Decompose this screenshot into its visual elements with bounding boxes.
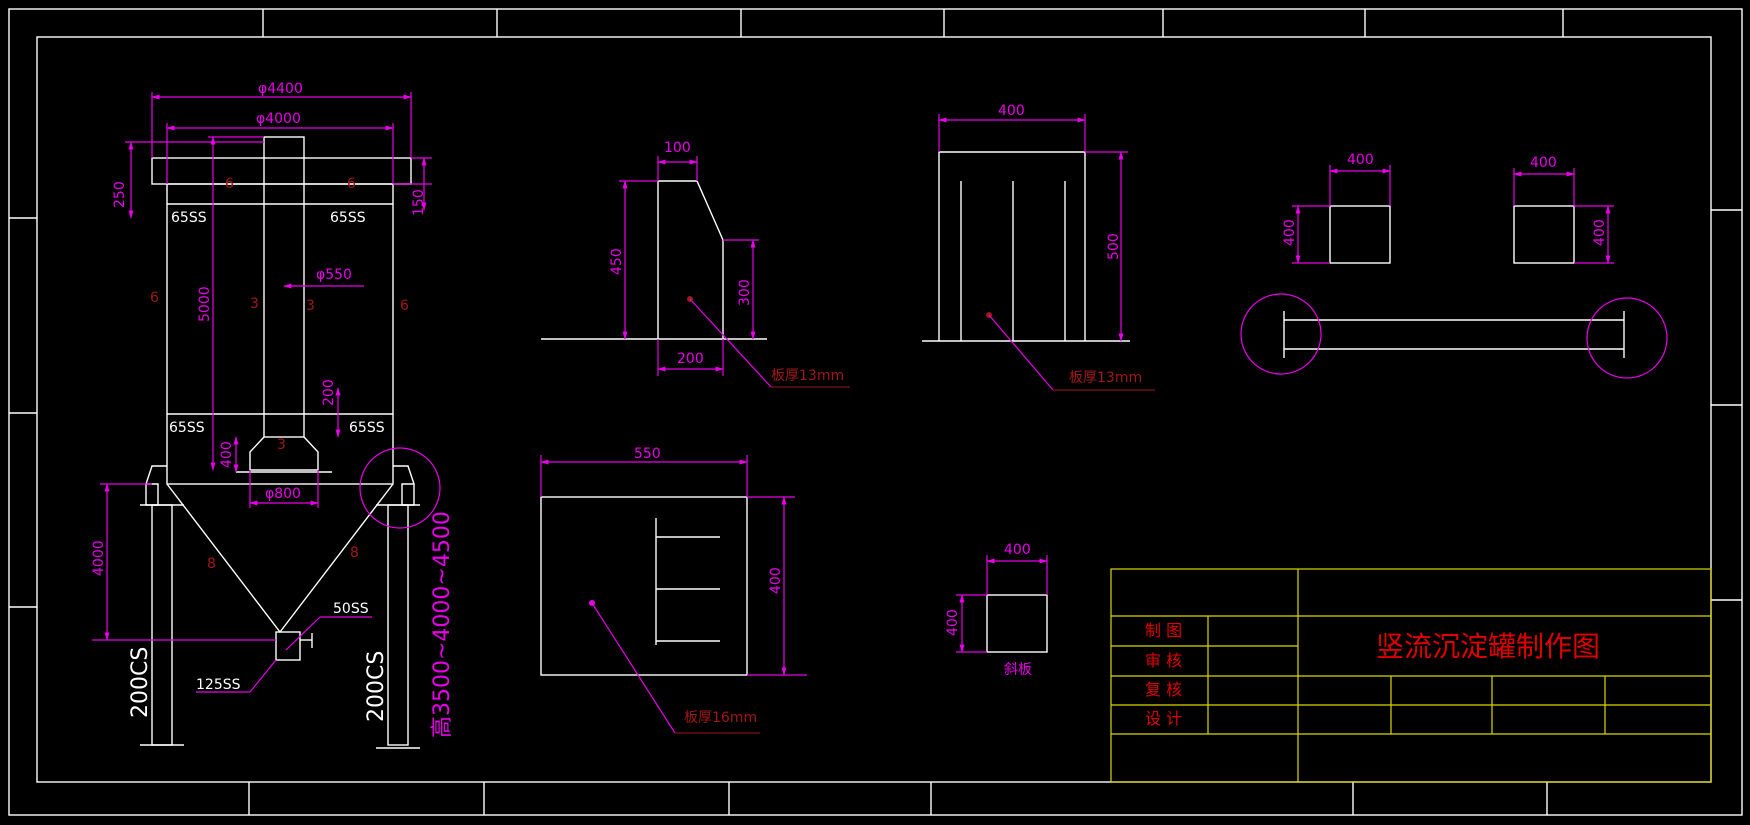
note-plate-13mm-b: 板厚13mm [1069,370,1142,386]
dim-400-c: 400 [768,567,784,594]
dim-400-e-width: 400 [1347,152,1374,168]
weld-8: 8 [350,545,359,561]
tank-top-flange [151,157,412,185]
weld-3: 3 [306,298,315,314]
drawing-frame [8,8,1743,816]
drawing-title: 竖流沉淀罐制作图 [1376,630,1600,663]
dim-200: 200 [321,379,337,406]
label-200cs-right: 200CS [364,651,389,722]
note-plate-16mm: 板厚16mm [684,710,757,726]
weld-8: 8 [207,556,216,572]
label-65ss-bottom-right: 65SS [349,420,385,436]
detail-plate-frame: 400 500 板厚13mm [922,103,1155,391]
main-tank-view: φ4400 φ4000 250 150 5000 φ550 200 400 φ8… [91,81,455,749]
detail-tie-bar [1240,293,1668,379]
label-65ss-top-right: 65SS [330,210,366,226]
dim-500: 500 [1106,233,1122,260]
dim-400-b: 400 [998,103,1025,119]
title-row-designed: 设 计 [1145,709,1182,728]
detail-baffle-profile: 100 450 300 200 板厚13mm [541,140,850,388]
dim-400-f-width: 400 [1530,155,1557,171]
leg-bracket-right [401,483,415,506]
weld-6: 6 [347,176,356,192]
detail-circle [359,447,441,529]
dim-250: 250 [112,181,128,208]
dim-400-d-width: 400 [1004,542,1031,558]
dim-5000: 5000 [197,286,213,322]
dim-450: 450 [609,248,625,275]
label-50ss: 50SS [333,601,369,617]
label-inclined-plate: 斜板 [1004,662,1032,678]
dim-bell-diameter: φ800 [265,486,301,502]
total-height-label: 高3500~4000~4500 [430,511,455,738]
weld-3: 3 [250,296,259,312]
dim-150: 150 [411,189,427,216]
title-row-reviewed: 审 核 [1145,651,1182,670]
weld-6: 6 [150,290,159,306]
detail-square-right: 400 400 [1513,155,1614,264]
weld-3: 3 [277,437,286,453]
label-200cs-left: 200CS [128,647,153,718]
leg-left [151,504,173,746]
weld-6: 6 [400,298,409,314]
dim-200-a: 200 [677,351,704,367]
dim-400-e-height: 400 [1282,219,1298,246]
weld-6: 6 [225,176,234,192]
dim-550: 550 [634,446,661,462]
dim-pipe-diameter: φ550 [316,267,352,283]
leg-bracket-left [145,483,159,506]
detail-inclined-plate: 400 400 斜板 [945,542,1048,678]
dim-4000: 4000 [91,540,107,576]
title-block: 制 图 审 核 复 核 设 计 竖流沉淀罐制作图 [1110,568,1712,783]
detail-square-left: 400 400 [1282,152,1391,264]
title-row-drawn: 制 图 [1145,621,1182,640]
bell-mouth [249,436,319,471]
tank-shell [166,183,394,485]
dim-400-main: 400 [219,441,235,468]
title-row-checked: 复 核 [1145,680,1182,699]
label-125ss: 125SS [196,677,241,693]
leg-right [387,504,409,746]
label-65ss-bottom-left: 65SS [169,420,205,436]
dim-inner-diameter: φ4000 [256,111,301,127]
dim-300: 300 [737,279,753,306]
dim-outer-diameter: φ4400 [258,81,303,97]
detail-plate-550: 550 400 板厚16mm [540,446,807,734]
dim-100: 100 [664,140,691,156]
label-65ss-top-left: 65SS [171,210,207,226]
dim-400-f-height: 400 [1592,219,1608,246]
dim-400-d-height: 400 [945,609,961,636]
center-pipe [263,136,305,438]
note-plate-13mm: 板厚13mm [771,368,844,384]
